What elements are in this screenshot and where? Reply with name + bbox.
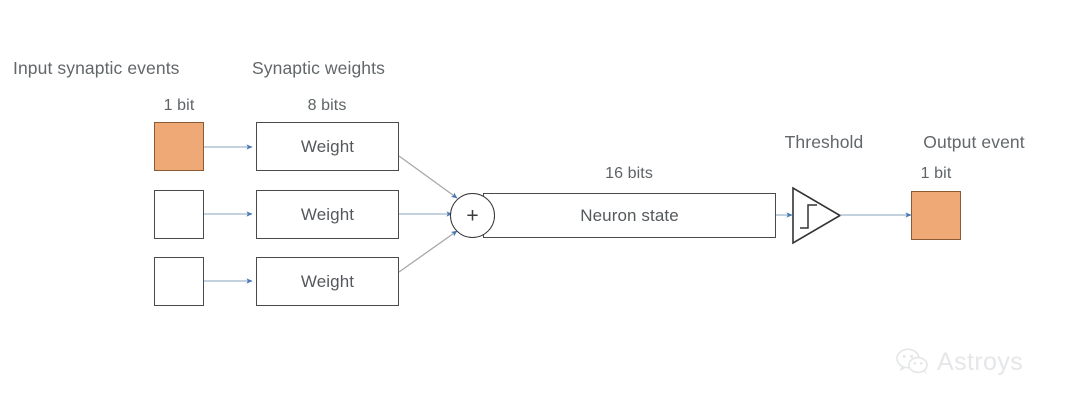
plus-icon: + [466,204,479,227]
step-function-icon [800,204,817,229]
output-event-square[interactable] [911,191,961,240]
edge-weight0-adder [398,155,458,199]
section-label-threshold: Threshold [784,132,864,152]
weight-box-0[interactable]: Weight [256,122,399,171]
wechat-icon [896,348,928,375]
section-label-synaptic-weights: Synaptic weights [252,58,385,78]
adder-node[interactable]: + [450,193,495,238]
input-event-square-0[interactable] [154,122,204,171]
watermark-label: Astroys [937,347,1024,376]
input-event-square-1[interactable] [154,190,204,239]
neuron-state-box[interactable]: Neuron state [483,193,776,238]
bitwidth-label-input: 1 bit [163,97,195,114]
threshold-comparator-icon [792,186,842,245]
weight-box-1[interactable]: Weight [256,190,399,239]
bitwidth-label-output: 1 bit [920,165,952,182]
weight-box-2[interactable]: Weight [256,257,399,306]
weight-box-label: Weight [300,271,355,291]
bitwidth-label-weights: 8 bits [307,97,347,114]
neuron-state-label: Neuron state [580,205,679,225]
input-event-square-2[interactable] [154,257,204,306]
watermark: Astroys [896,348,1023,376]
section-label-output-event: Output event [923,132,1025,152]
weight-box-label: Weight [300,204,355,224]
bitwidth-label-neuron-state: 16 bits [605,165,653,182]
edge-weight2-adder [398,230,458,273]
section-label-input-synaptic-events: Input synaptic events [13,58,180,78]
weight-box-label: Weight [300,136,355,156]
